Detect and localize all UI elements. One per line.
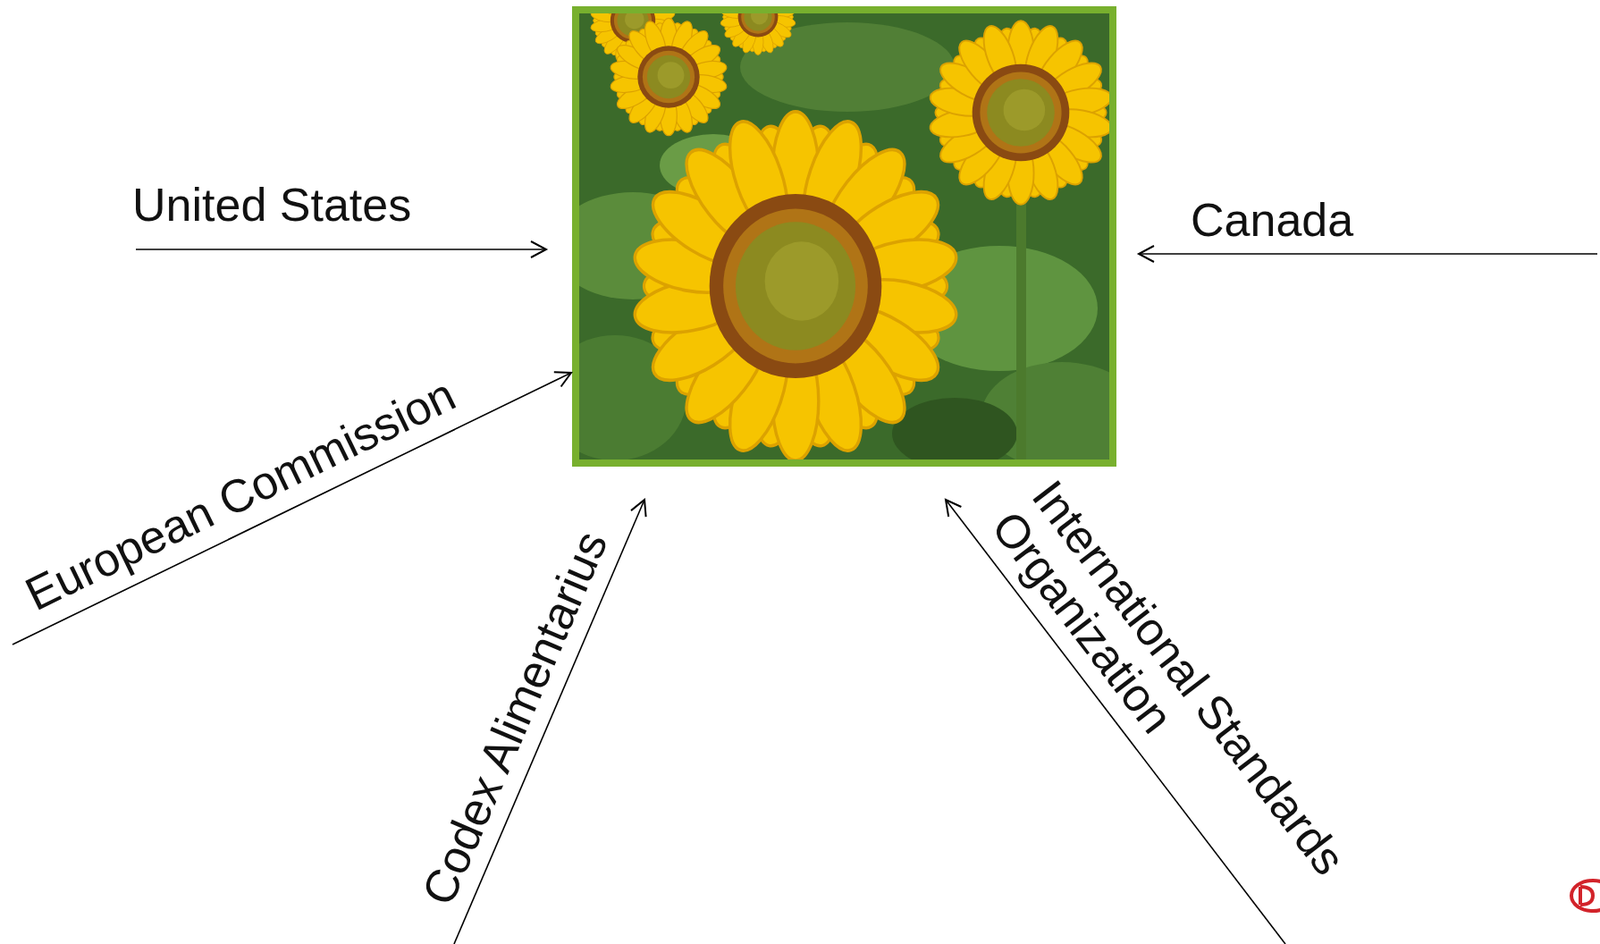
arrow-line [1138, 252, 1598, 255]
label-text: Canada [1190, 196, 1354, 244]
arrows [12, 241, 1598, 944]
logo-mark [1580, 886, 1593, 905]
label-text: Codex Alimentarius [414, 524, 615, 911]
arrow-head [631, 499, 647, 517]
arrow-head [945, 499, 961, 517]
logo-oval [1571, 880, 1600, 911]
leaf [892, 397, 1018, 460]
sunflower [618, 98, 973, 460]
arrow-line [454, 499, 645, 944]
arrow-head [1138, 245, 1154, 262]
sunflower [716, 13, 800, 59]
sunflower [920, 13, 1110, 212]
arrow-head [554, 371, 572, 387]
arrow-line [135, 248, 547, 251]
arrow-line [12, 372, 572, 645]
label-text: International Standards Organization [981, 471, 1389, 944]
label-text: European Commission [18, 370, 463, 619]
label-text: United States [132, 181, 412, 228]
sunflower [605, 13, 733, 141]
stem [1016, 183, 1027, 460]
sunflower-photo [579, 13, 1110, 460]
arrow-head [530, 241, 547, 258]
